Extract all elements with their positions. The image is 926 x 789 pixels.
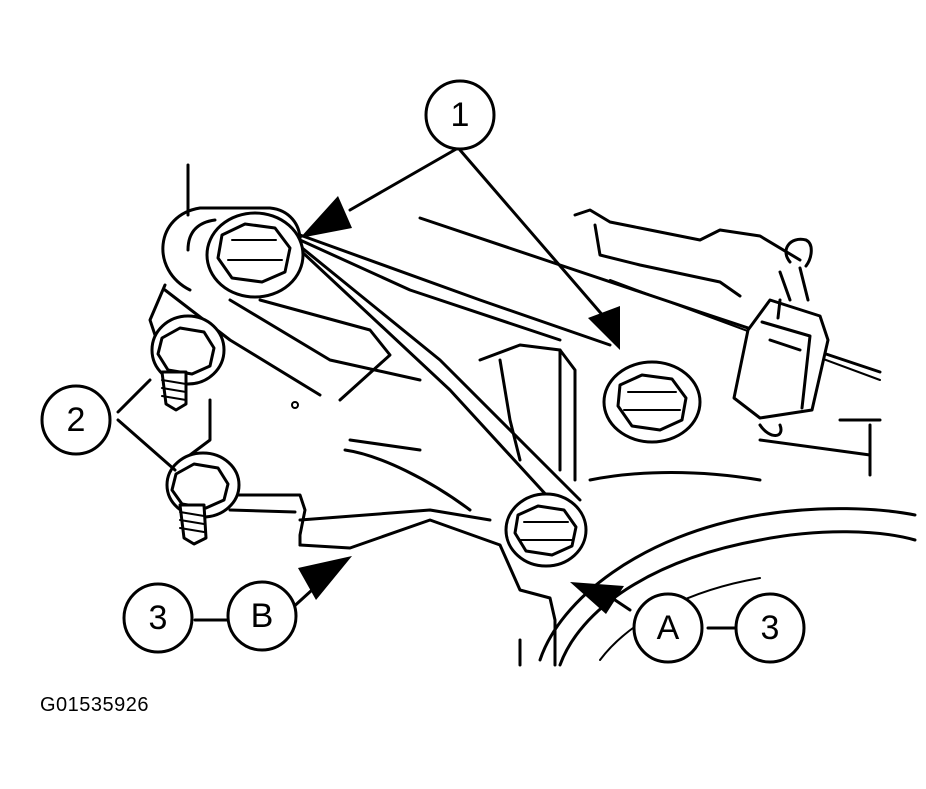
callout-3-right: 3 xyxy=(734,592,806,664)
callout-a: A xyxy=(632,592,704,664)
bolt-top xyxy=(205,211,305,299)
callout-2: 2 xyxy=(40,384,112,456)
callout-3-left-label: 3 xyxy=(149,599,168,637)
bolt-lower-center xyxy=(504,492,588,568)
stud-lower-left xyxy=(165,451,241,546)
stud-upper-left xyxy=(150,314,226,412)
bolt-middle-right xyxy=(602,360,702,444)
callout-1-label: 1 xyxy=(451,96,470,134)
arrowhead-1-right xyxy=(588,306,620,350)
callout-b-label: B xyxy=(251,597,274,635)
callout-2-label: 2 xyxy=(67,401,86,439)
callout-3-right-label: 3 xyxy=(761,609,780,647)
electrical-connector xyxy=(732,237,830,437)
callout-a-label: A xyxy=(657,609,680,647)
figure-id: G01535926 xyxy=(40,694,150,716)
callout-b: B xyxy=(226,580,298,652)
arrowhead-1-left xyxy=(300,196,352,238)
mounting-bracket xyxy=(148,163,582,667)
engine-background xyxy=(298,208,917,667)
callout-1: 1 xyxy=(424,79,496,151)
arrowhead-a xyxy=(570,582,624,614)
arrowhead-b xyxy=(298,556,352,600)
arrowheads xyxy=(298,196,624,614)
callout-3-left: 3 xyxy=(122,582,194,654)
